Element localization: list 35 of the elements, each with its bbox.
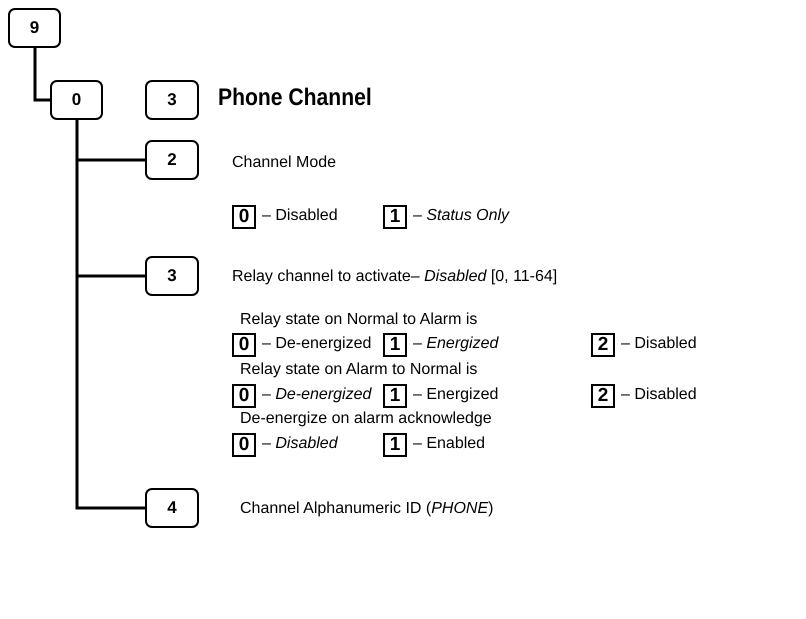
option-key-box: 2 (591, 384, 615, 408)
option-label: – Disabled (262, 435, 338, 453)
key-box: 3 (145, 80, 199, 120)
setting-heading: Relay state on Alarm to Normal is (240, 361, 478, 379)
option-label: – Energized (413, 386, 498, 404)
option-label: – Enabled (413, 435, 486, 453)
option-label: – Status Only (413, 207, 510, 225)
option-key-box: 2 (591, 333, 615, 357)
menu-title: Phone Channel (218, 84, 372, 112)
option-label: – Disabled (262, 207, 338, 225)
option-key-box: 0 (232, 333, 256, 357)
option-key-box: 1 (383, 333, 407, 357)
menu-item-label: Channel Alphanumeric ID (PHONE) (240, 500, 494, 518)
connector-line (34, 48, 50, 102)
option-key-box: 1 (383, 384, 407, 408)
setting-heading: De-energize on alarm acknowledge (240, 410, 492, 428)
option-label: – De-energized (262, 335, 372, 353)
option-label: – Energized (413, 335, 498, 353)
key-box: 4 (145, 488, 199, 528)
key-box: 0 (50, 80, 103, 120)
option-key-box: 0 (232, 205, 256, 229)
option-label: – De-energized (262, 386, 372, 404)
connector-line (76, 120, 145, 510)
option-key-box: 1 (383, 433, 407, 457)
menu-item-label: Relay channel to activate– Disabled [0, 11-64] (232, 268, 558, 286)
setting-heading: Relay state on Normal to Alarm is (240, 311, 478, 329)
option-key-box: 0 (232, 433, 256, 457)
option-key-box: 0 (232, 384, 256, 408)
key-box: 2 (145, 140, 199, 180)
key-box: 3 (145, 256, 199, 296)
option-label: – Disabled (621, 386, 697, 404)
key-box: 9 (8, 8, 61, 48)
option-key-box: 1 (383, 205, 407, 229)
option-label: – Disabled (621, 335, 697, 353)
menu-item-label: Channel Mode (232, 154, 336, 172)
